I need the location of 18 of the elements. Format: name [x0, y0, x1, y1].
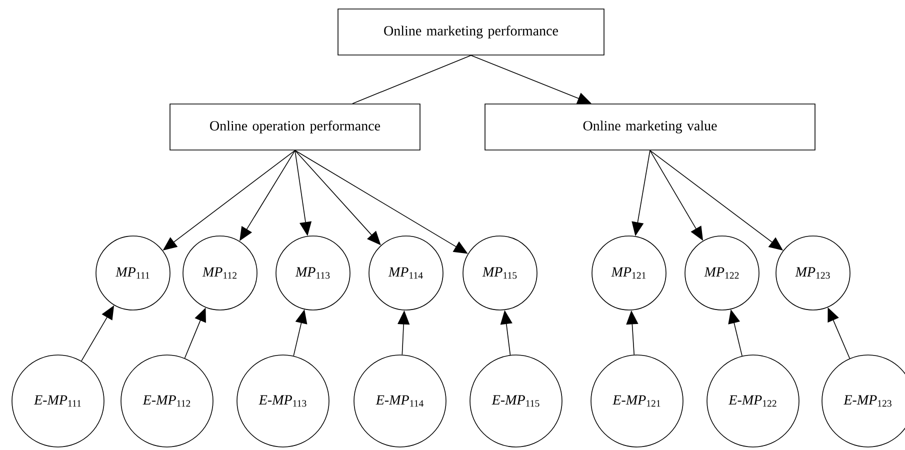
circle-node: E-MP$_{111}$: [12, 354, 104, 448]
box: Online marketing value: [484, 104, 816, 150]
circle-node: MP$_{114}$: [368, 236, 444, 310]
box: Online operation performance: [170, 104, 420, 150]
circle-node: MP$_{111}$: [96, 236, 170, 310]
circle-node: MP$_{112}$: [182, 236, 258, 310]
circle-node: E-MP$_{113}$: [236, 354, 330, 448]
circle-node: MP$_{123}$: [776, 236, 850, 310]
circle-node: MP$_{122}$: [684, 236, 760, 310]
circle-node: MP$_{115}$: [462, 236, 538, 310]
box: Online marketing performance: [338, 8, 604, 56]
circle-node: MP$_{121}$: [592, 236, 666, 310]
circle-node: E-MP$_{114}$: [354, 354, 446, 448]
circle-node: E-MP$_{115}$: [470, 354, 562, 448]
circle-node: E-MP$_{121}$: [590, 354, 684, 448]
circle-node: MP$_{113}$: [276, 236, 350, 310]
circle-node: E-MP$_{122}$: [706, 354, 800, 448]
circle-node: E-MP$_{112}$: [120, 354, 214, 448]
